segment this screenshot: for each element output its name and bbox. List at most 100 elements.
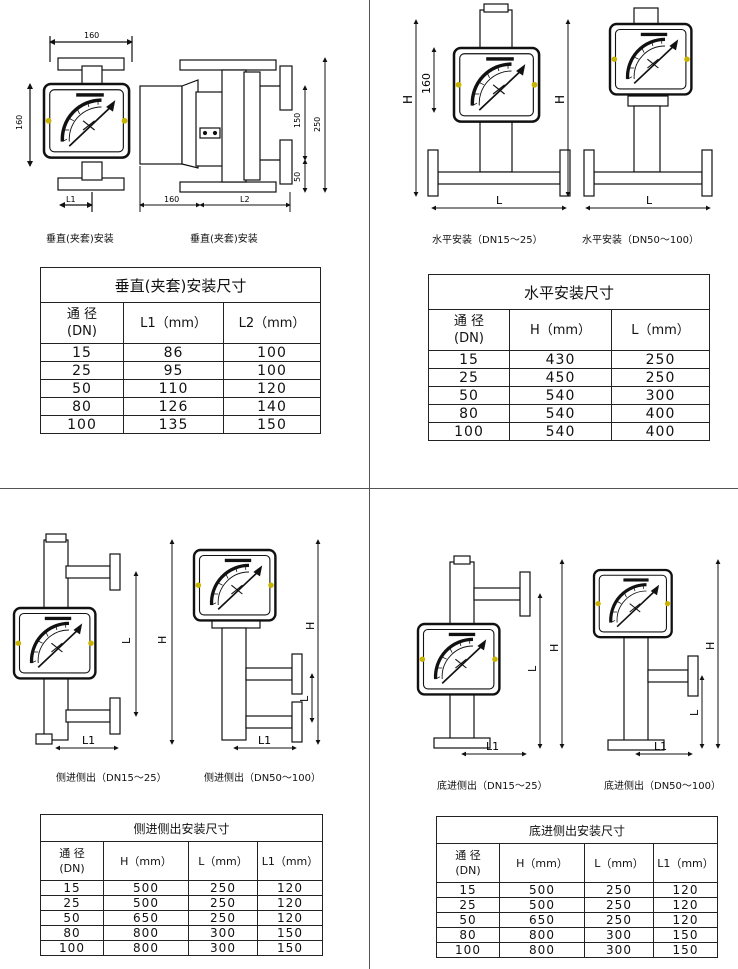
table-header: 通 径 (DN) [428,309,510,351]
table-cell: 80 [40,925,104,941]
table-cell: 120 [257,880,323,896]
table-cell: 50 [40,379,124,398]
table-cell: 450 [509,368,612,387]
table-cell: 300 [611,386,710,405]
table-cell: 100 [428,422,510,441]
table-cell: 540 [509,422,612,441]
q2-dim-h: H [401,95,415,104]
table-cell: 150 [257,925,323,941]
q3-dim-l1: L1 [82,734,95,747]
table-header: L1（mm） [123,302,224,344]
table-cell: 400 [611,422,710,441]
table-title: 垂直(夹套)安装尺寸 [40,267,321,303]
table-cell: 300 [188,925,258,941]
q3-dim-l-2: L [298,695,311,702]
table-title: 底进侧出安装尺寸 [436,816,718,844]
q1-side-dim-150: 150 [293,113,302,128]
table-cell: 86 [123,343,224,362]
q4-caption-left: 底进侧出（DN15～25） [437,781,548,792]
table-cell: 135 [123,415,224,434]
q4-dim-l1-2: L1 [654,740,667,753]
table-cell: 150 [653,942,718,958]
table-header: L1（mm） [653,843,718,883]
table-cell: 250 [188,895,258,911]
table-cell: 120 [223,379,321,398]
vertical-divider [369,0,370,969]
table-cell: 250 [188,880,258,896]
table-cell: 15 [428,350,510,369]
table-header: H（mm） [103,841,189,881]
table-cell: 120 [257,910,323,926]
table-cell: 120 [653,912,718,928]
q2-caption-left: 水平安装（DN15～25） [432,235,543,246]
table-cell: 800 [499,927,585,943]
table-cell: 15 [436,882,500,898]
table-header: L（mm） [188,841,258,881]
table-cell: 120 [653,882,718,898]
table-cell: 250 [611,368,710,387]
table-cell: 80 [428,404,510,423]
table-cell: 500 [499,897,585,913]
table-cell: 120 [653,897,718,913]
table-cell: 120 [257,895,323,911]
table-cell: 100 [223,343,321,362]
table-cell: 800 [103,940,189,956]
table-cell: 25 [436,897,500,913]
table-cell: 50 [436,912,500,928]
table-cell: 540 [509,404,612,423]
q1-caption-left: 垂直(夹套)安装 [46,234,114,245]
table-cell: 15 [40,880,104,896]
q4-dim-l: L [526,665,539,672]
q2-dim-l2: L [646,194,653,207]
q4-caption-right: 底进侧出（DN50～100） [604,781,721,792]
table-cell: 15 [40,343,124,362]
q4-bottom-in-side-out-drawing: H L L1 H L L1 [372,540,738,770]
table-cell: 25 [428,368,510,387]
table-cell: 400 [611,404,710,423]
table-cell: 250 [584,882,654,898]
table-cell: 100 [223,361,321,380]
table-cell: 80 [40,397,124,416]
horizontal-divider [0,488,738,489]
table-header: 通 径 (DN) [436,843,500,883]
table-cell: 800 [103,925,189,941]
q4-dim-l-2: L [688,709,701,716]
q2-dim-h2: H [553,95,567,104]
q4-dim-h2: H [704,642,717,650]
table-cell: 540 [509,386,612,405]
table-title: 侧进侧出安装尺寸 [40,814,323,842]
table-header: 通 径 (DN) [40,302,124,344]
table-cell: 250 [584,897,654,913]
table-cell: 150 [653,927,718,943]
q1-dim-l1: L1 [66,195,76,204]
table-cell: 100 [40,415,124,434]
table-cell: 95 [123,361,224,380]
table-cell: 150 [223,415,321,434]
q1-side-dim-160: 160 [164,195,179,204]
q3-dim-h: H [156,636,169,644]
table-cell: 800 [499,942,585,958]
q3-dim-h2: H [304,622,317,630]
q1-side-dim-250: 250 [313,117,322,132]
table-cell: 300 [584,942,654,958]
q2-dim-160: 160 [420,73,433,94]
table-header: 通 径 (DN) [40,841,104,881]
table-header: L（mm） [611,309,710,351]
table-cell: 25 [40,361,124,380]
table-cell: 430 [509,350,612,369]
table-header: H（mm） [509,309,612,351]
table-cell: 250 [584,912,654,928]
